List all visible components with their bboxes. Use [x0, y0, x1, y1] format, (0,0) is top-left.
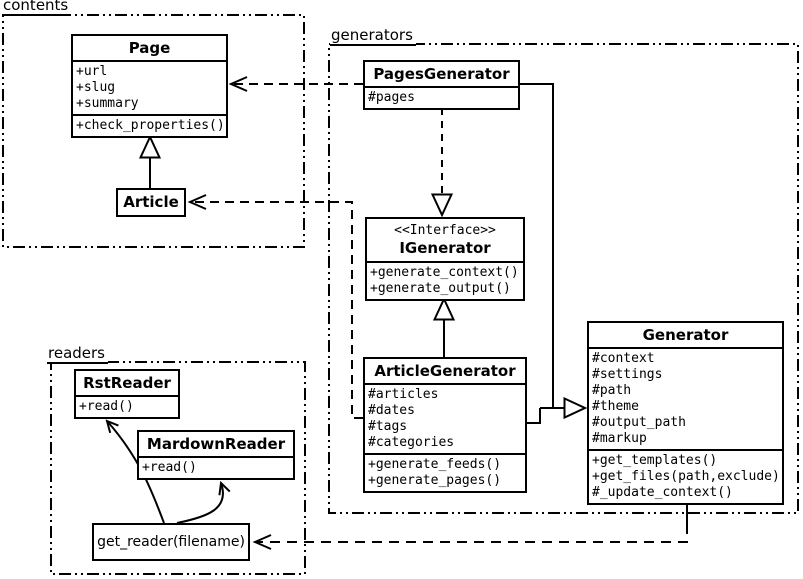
- class-name-pagesgenerator: PagesGenerator: [373, 65, 510, 83]
- attributes-compartment: #context #settings #path #theme #output_…: [589, 347, 782, 449]
- class-box-page: Page +url +slug +summary +check_properti…: [71, 34, 228, 138]
- attribute: #settings: [592, 367, 663, 382]
- class-name-generator: Generator: [642, 326, 729, 344]
- package-contents-border: [2, 14, 305, 248]
- methods-compartment: +generate_context() +generate_output(): [367, 261, 523, 299]
- method: +read(): [142, 460, 197, 475]
- attribute: #context: [592, 351, 655, 366]
- function-box-get-reader: get_reader(filename): [92, 523, 250, 561]
- methods-compartment: +check_properties(): [73, 114, 226, 136]
- methods-compartment: +generate_feeds() +generate_pages(): [365, 453, 525, 491]
- attribute: #path: [592, 383, 632, 398]
- stereotype-interface: <<Interface>>: [394, 223, 496, 238]
- package-readers-border: [50, 361, 306, 575]
- class-name-igenerator: IGenerator: [399, 239, 491, 257]
- attribute: #tags: [368, 419, 408, 434]
- class-box-pagesgenerator: PagesGenerator #pages: [363, 60, 520, 110]
- generalization-articlegenerator-to-generator: [527, 408, 541, 424]
- attribute: #markup: [592, 431, 647, 446]
- attributes-compartment: #pages: [365, 86, 518, 108]
- attribute: #output_path: [592, 415, 686, 430]
- attribute: #categories: [368, 435, 455, 450]
- method: #_update_context(): [592, 485, 733, 500]
- method: +generate_context(): [370, 265, 519, 280]
- package-generators-border: [328, 43, 799, 514]
- dependency-articlegenerator-to-article: [187, 194, 363, 419]
- attributes-compartment: #articles #dates #tags #categories: [365, 383, 525, 453]
- class-box-article: Article: [116, 188, 186, 217]
- method: +get_files(path,exclude): [592, 469, 780, 484]
- method: +read(): [79, 399, 134, 414]
- method: +check_properties(): [76, 118, 225, 133]
- class-name-markdownreader: MardownReader: [146, 435, 286, 453]
- attribute: #theme: [592, 399, 639, 414]
- class-box-rstreader: RstReader +read(): [74, 369, 180, 419]
- attribute: #dates: [368, 403, 415, 418]
- methods-compartment: +read(): [139, 456, 293, 478]
- method: +get_templates(): [592, 453, 718, 468]
- method: +generate_pages(): [368, 473, 502, 488]
- arrow-getreader-to-markdownreader: [176, 480, 231, 524]
- dependency-generator-to-getreader: [252, 524, 688, 550]
- class-box-markdownreader: MardownReader +read(): [137, 430, 295, 480]
- class-name-article: Article: [123, 193, 179, 211]
- class-name-articlegenerator: ArticleGenerator: [374, 362, 516, 380]
- package-label-readers: readers: [47, 346, 108, 364]
- attribute: +slug: [76, 80, 116, 95]
- generalization-pagesgenerator-to-generator: [520, 83, 554, 408]
- class-box-generator: Generator #context #settings #path #them…: [587, 321, 784, 505]
- class-box-igenerator: <<Interface>> IGenerator +generate_conte…: [365, 217, 525, 301]
- attribute: +url: [76, 64, 108, 79]
- method: +generate_output(): [370, 281, 511, 296]
- class-name-rstreader: RstReader: [83, 374, 171, 392]
- class-box-articlegenerator: ArticleGenerator #articles #dates #tags …: [363, 357, 527, 493]
- methods-compartment: +get_templates() +get_files(path,exclude…: [589, 449, 782, 503]
- attribute: +summary: [76, 96, 139, 111]
- attributes-compartment: +url +slug +summary: [73, 60, 226, 114]
- methods-compartment: +read(): [76, 395, 178, 417]
- package-label-generators: generators: [330, 28, 416, 46]
- attribute: #pages: [368, 90, 415, 105]
- get-reader-label: get_reader(filename): [97, 534, 245, 550]
- attribute: #articles: [368, 387, 439, 402]
- package-label-contents: contents: [2, 0, 72, 16]
- method: +generate_feeds(): [368, 457, 502, 472]
- class-name-page: Page: [128, 39, 171, 57]
